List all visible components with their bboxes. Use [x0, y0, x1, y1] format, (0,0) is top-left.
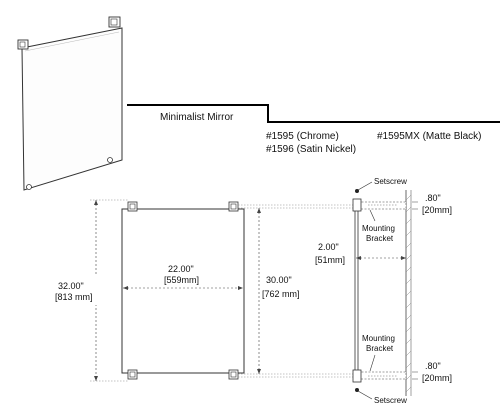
wall-section [405, 190, 412, 396]
overall-height-mm: [813 mm] [55, 292, 93, 302]
model-1596: #1596 (Satin Nickel) [266, 144, 356, 155]
front-clip-bottom-right [228, 369, 239, 380]
extension-lines [90, 199, 356, 382]
perspective-top-left-clip [17, 39, 29, 50]
bracket-bottom-mm: [20mm] [422, 373, 452, 383]
bracket-top-value: .80" [425, 193, 441, 203]
front-clip-bottom-left [127, 369, 138, 380]
model-1595mx: #1595MX (Matte Black) [377, 131, 482, 142]
title-leader-line [127, 104, 500, 123]
front-clip-top-right [228, 201, 239, 212]
perspective-top-right-clip [108, 16, 121, 28]
bracket-top-mm: [20mm] [422, 205, 452, 215]
wall-offset-dimension: 2.00" [51mm] [315, 242, 406, 265]
model-1595: #1595 (Chrome) [266, 131, 339, 142]
svg-text:Setscrew: Setscrew [374, 396, 407, 405]
mirror-height-mm: [762 mm] [262, 289, 300, 299]
mirror-width-dimension: 22.00" [559mm] [123, 264, 243, 290]
svg-text:Mounting: Mounting [362, 334, 395, 343]
bracket-bottom-value: .80" [425, 361, 441, 371]
side-mirror-glass [354, 203, 359, 379]
mirror-height-dimension: 30.00" [762 mm] [257, 208, 304, 374]
overall-height-dimension: 32.00" [813 mm] [55, 200, 116, 381]
mounting-bracket-top-callout: Mounting Bracket [362, 209, 395, 243]
svg-text:Setscrew: Setscrew [374, 177, 407, 186]
front-mirror-panel [121, 208, 245, 374]
wall-offset-mm: [51mm] [315, 255, 345, 265]
mirror-width-mm: [559mm] [164, 275, 199, 285]
perspective-bottom-left-clip [26, 184, 32, 190]
svg-text:Bracket: Bracket [366, 344, 394, 353]
front-elevation [121, 201, 245, 380]
mirror-width-value: 22.00" [168, 264, 194, 274]
svg-text:Mounting: Mounting [362, 224, 395, 233]
setscrew-bottom-callout: Setscrew [357, 390, 407, 405]
overall-height-value: 32.00" [58, 281, 84, 291]
side-elevation [352, 189, 412, 396]
product-title: Minimalist Mirror [160, 112, 234, 123]
perspective-mirror-view [17, 16, 123, 191]
wall-offset-value: 2.00" [318, 242, 339, 252]
side-bracket-top [352, 189, 407, 212]
front-clip-top-left [127, 201, 138, 212]
bracket-top-dimension: .80" [20mm] [412, 193, 452, 215]
side-bracket-bottom [352, 369, 407, 392]
setscrew-top-callout: Setscrew [357, 177, 407, 191]
perspective-bottom-right-clip [107, 157, 113, 163]
mounting-bracket-bottom-callout: Mounting Bracket [362, 334, 395, 372]
svg-text:Bracket: Bracket [366, 234, 394, 243]
bracket-bottom-dimension: .80" [20mm] [412, 361, 452, 383]
mirror-height-value: 30.00" [266, 275, 292, 285]
